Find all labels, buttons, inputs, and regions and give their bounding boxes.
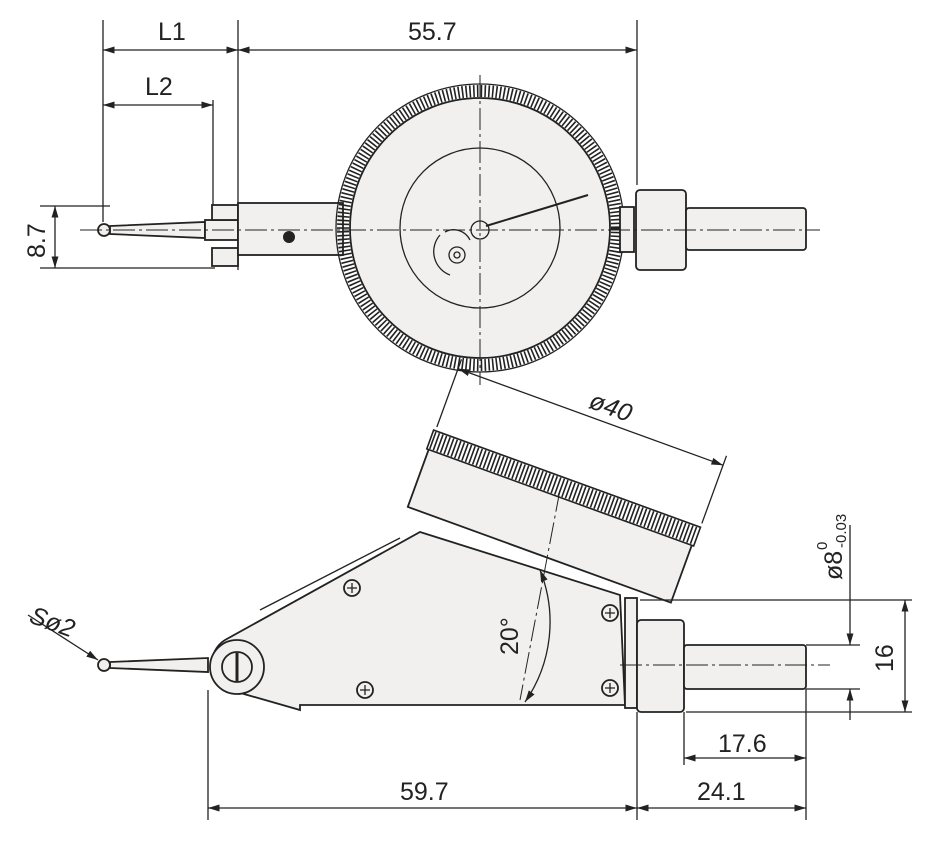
- label-59-7: 59.7: [400, 778, 449, 806]
- pointer: [485, 194, 589, 227]
- label-stem-tol-upper: 0: [814, 542, 831, 550]
- label-stem-tol-lower: -0.03: [833, 514, 850, 548]
- label-24-1: 24.1: [697, 778, 746, 806]
- label-dial-diameter: ø40: [586, 387, 636, 428]
- label-17-6: 17.6: [718, 730, 767, 758]
- top-view: L1 L2 55.7 8.7: [23, 18, 820, 385]
- screw-icon: [283, 231, 295, 243]
- screw-icon: [343, 579, 361, 597]
- screw-icon: [601, 604, 619, 622]
- body: [237, 202, 344, 256]
- label-stem-diameter: ø8: [820, 551, 848, 580]
- side-view: ø40 20° ø8 0 -0.03 16 Sø2 17.6 59.7 24.1: [26, 359, 912, 820]
- screw-icon: [601, 679, 619, 697]
- label-55-7: 55.7: [408, 18, 457, 46]
- label-ball-diameter: Sø2: [26, 601, 79, 643]
- label-20-deg: 20°: [496, 617, 524, 655]
- knurled-bezel: [337, 85, 623, 371]
- stem: [685, 207, 807, 251]
- label-16: 16: [871, 644, 899, 672]
- side-dial: ø40: [406, 359, 728, 604]
- label-8-7: 8.7: [23, 223, 51, 258]
- label-l2: L2: [145, 73, 173, 101]
- label-l1: L1: [158, 18, 186, 46]
- screw-icon: [356, 681, 374, 699]
